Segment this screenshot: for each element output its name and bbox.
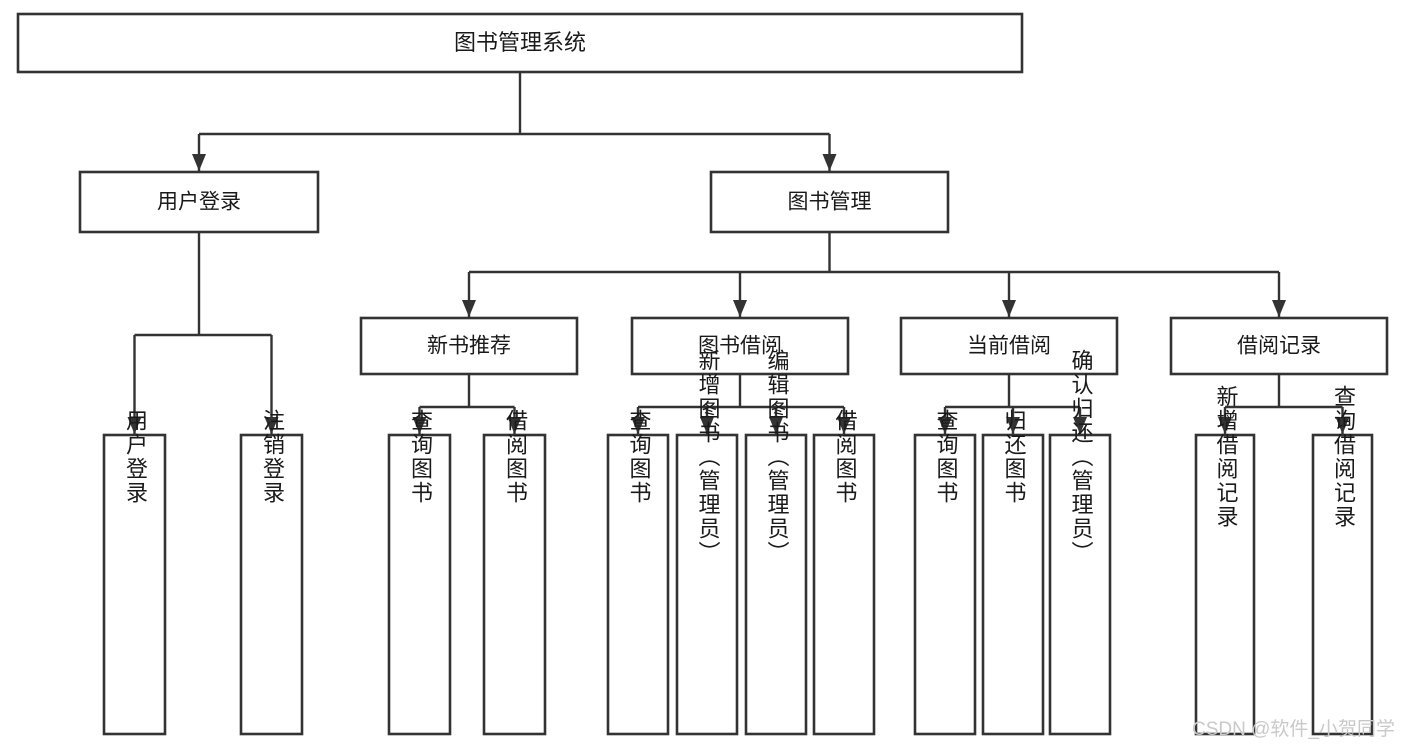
arrow-head-icon — [264, 417, 279, 434]
node-current-borrow-rect — [899, 316, 1119, 376]
arrow-head-icon — [1218, 417, 1232, 434]
node-root-rect — [16, 12, 1024, 74]
node-leaf-confirm-return[interactable]: 确认归还（管理员） — [1048, 349, 1112, 736]
arrow-head-icon — [1073, 417, 1087, 434]
arrow-head-icon — [127, 417, 142, 434]
node-new-book-recommend-rect — [359, 316, 579, 376]
node-leaf-query-book-3[interactable]: 查询图书 — [913, 409, 977, 736]
arrow-head-icon — [192, 154, 206, 171]
node-leaf-borrow-book-1[interactable]: 借阅图书 — [482, 409, 547, 736]
node-book-borrow-rect — [630, 316, 850, 376]
node-leaf-query-book-2[interactable]: 查询图书 — [606, 409, 670, 736]
node-leaf-return-book[interactable]: 归还图书 — [981, 409, 1045, 736]
node-book-borrow[interactable]: 图书借阅 — [630, 316, 850, 376]
node-leaf-logout-rect — [239, 433, 304, 736]
node-book-management-label: 图书管理 — [788, 191, 872, 214]
node-book-management-rect — [709, 170, 950, 234]
edge-layer — [127, 72, 1350, 434]
node-leaf-logout-label: 注销登录 — [260, 409, 285, 505]
node-leaf-query-book-1[interactable]: 查询图书 — [387, 409, 452, 736]
node-new-book-recommend[interactable]: 新书推荐 — [359, 316, 579, 376]
node-borrow-record[interactable]: 借阅记录 — [1169, 316, 1389, 376]
node-leaf-edit-book-rect — [744, 433, 808, 736]
arrow-head-icon — [462, 300, 476, 317]
node-leaf-query-book-2-label: 查询图书 — [627, 409, 652, 505]
node-leaf-query-record-rect — [1311, 433, 1374, 736]
node-new-book-recommend-label: 新书推荐 — [427, 335, 511, 358]
node-user-login-label: 用户登录 — [157, 191, 241, 214]
node-leaf-logout[interactable]: 注销登录 — [239, 409, 304, 736]
node-book-borrow-label: 图书借阅 — [698, 335, 782, 358]
node-user-login[interactable]: 用户登录 — [78, 170, 320, 234]
arrow-head-icon — [412, 417, 427, 434]
node-current-borrow[interactable]: 当前借阅 — [899, 316, 1119, 376]
node-leaf-add-book-label: 新增图书（管理员） — [696, 349, 721, 565]
node-leaf-add-book[interactable]: 新增图书（管理员） — [675, 349, 739, 736]
node-leaf-query-book-3-rect — [913, 433, 977, 736]
node-current-borrow-label: 当前借阅 — [967, 335, 1051, 358]
arrow-head-icon — [507, 417, 522, 434]
arrow-head-icon — [700, 417, 714, 434]
node-user-login-rect — [78, 170, 320, 234]
node-leaf-return-book-label: 归还图书 — [1002, 409, 1027, 505]
arrow-head-icon — [769, 417, 783, 434]
node-leaf-borrow-book-2[interactable]: 借阅图书 — [812, 409, 876, 736]
node-leaf-return-book-rect — [981, 433, 1045, 736]
arrow-head-icon — [1006, 417, 1020, 434]
node-leaf-user-login-rect — [102, 433, 167, 736]
node-book-management[interactable]: 图书管理 — [709, 170, 950, 234]
arrow-head-icon — [938, 417, 952, 434]
node-leaf-query-record-label: 查询借阅记录 — [1331, 385, 1356, 529]
node-leaf-confirm-return-label: 确认归还（管理员） — [1069, 349, 1094, 565]
node-leaf-user-login-label: 用户登录 — [123, 409, 148, 505]
arrow-head-icon — [837, 417, 851, 434]
node-leaf-edit-book-label: 编辑图书（管理员） — [765, 349, 790, 565]
arrow-head-icon — [1272, 300, 1286, 317]
node-root[interactable]: 图书管理系统 — [16, 12, 1024, 74]
node-leaf-add-book-rect — [675, 433, 739, 736]
arrow-head-icon — [733, 300, 747, 317]
node-leaf-borrow-book-1-label: 借阅图书 — [503, 409, 528, 505]
node-leaf-add-record[interactable]: 新增借阅记录 — [1194, 385, 1256, 736]
node-leaf-add-record-rect — [1194, 433, 1256, 736]
node-borrow-record-label: 借阅记录 — [1237, 335, 1321, 358]
node-leaf-query-book-1-rect — [387, 433, 452, 736]
arrow-head-icon — [1335, 417, 1350, 434]
node-borrow-record-rect — [1169, 316, 1389, 376]
node-root-label: 图书管理系统 — [454, 30, 586, 55]
node-leaf-borrow-book-1-rect — [482, 433, 547, 736]
node-leaf-edit-book[interactable]: 编辑图书（管理员） — [744, 349, 808, 736]
node-leaf-confirm-return-rect — [1048, 433, 1112, 736]
watermark: CSDN @软件_小贺同学 — [1192, 719, 1395, 740]
node-layer: 图书管理系统用户登录图书管理新书推荐图书借阅当前借阅借阅记录用户登录注销登录查询… — [16, 12, 1389, 736]
arrow-head-icon — [631, 417, 645, 434]
node-leaf-borrow-book-2-rect — [812, 433, 876, 736]
node-leaf-user-login[interactable]: 用户登录 — [102, 409, 167, 736]
node-leaf-add-record-label: 新增借阅记录 — [1214, 385, 1239, 529]
node-leaf-query-book-3-label: 查询图书 — [934, 409, 959, 505]
node-leaf-borrow-book-2-label: 借阅图书 — [833, 409, 858, 505]
arrow-head-icon — [822, 154, 837, 171]
node-leaf-query-book-2-rect — [606, 433, 670, 736]
node-leaf-query-book-1-label: 查询图书 — [408, 409, 433, 505]
node-leaf-query-record[interactable]: 查询借阅记录 — [1311, 385, 1374, 736]
arrow-head-icon — [1002, 300, 1016, 317]
